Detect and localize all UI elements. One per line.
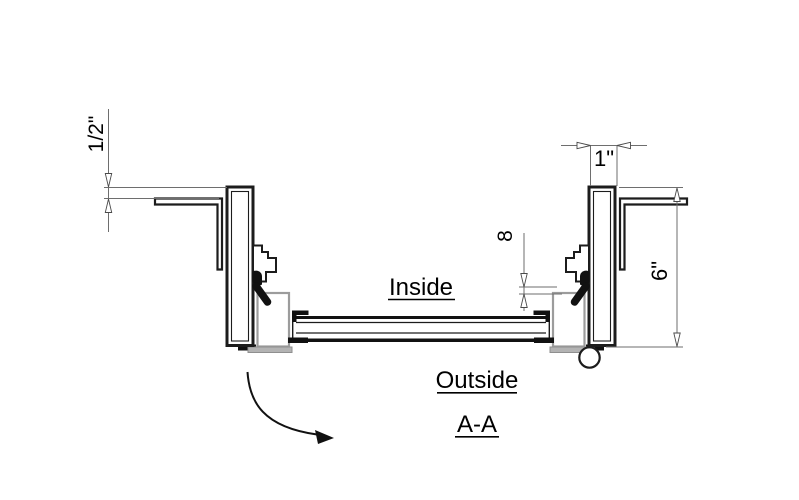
- frame-jamb-inner-wall: [230, 190, 250, 342]
- panel-end-clip: [292, 310, 309, 322]
- gasket-seal-diagonal: [252, 282, 272, 306]
- dimension-text-eight: 8: [494, 230, 517, 242]
- labels: Inside Outside A-A: [388, 274, 518, 438]
- dimension-eight: 8: [494, 230, 562, 311]
- swing-arrow-curve: [246, 371, 318, 436]
- panel-bottom-clip: [288, 337, 308, 343]
- outside-label: Outside: [436, 367, 519, 394]
- dimension-text-six-inch: 6": [647, 261, 672, 281]
- door-stile-block: [256, 291, 291, 348]
- left-frame-assembly: [153, 185, 309, 353]
- dimension-arrow-icon: [104, 198, 113, 213]
- dimension-one-inch: 1": [561, 141, 647, 186]
- dimension-text-one-inch: 1": [594, 146, 614, 171]
- bottom-plate-black: [238, 344, 256, 351]
- frame-jamb: [225, 185, 255, 347]
- panel-bottom-skin: [292, 338, 550, 342]
- dimension-arrow-icon: [576, 141, 591, 150]
- panel-top-skin: [292, 316, 550, 319]
- inside-label: Inside: [389, 274, 453, 301]
- dimension-arrow-icon: [520, 273, 528, 288]
- pivot-circle: [578, 346, 601, 369]
- dimension-arrow-icon: [520, 293, 528, 308]
- dimension-text-half-inch: 1/2": [85, 116, 108, 153]
- swing-arrowhead-icon: [315, 430, 334, 444]
- dimension-six-inch: 6": [606, 187, 683, 348]
- dimension-arrow-icon: [104, 173, 113, 188]
- swing-arrow: [246, 371, 334, 444]
- door-panel: [292, 316, 550, 342]
- gasket-seal-upper: [252, 270, 262, 286]
- dimension-arrow-icon: [673, 187, 681, 202]
- bottom-plate-gray: [247, 346, 293, 353]
- section-label: A-A: [457, 411, 497, 438]
- dimension-arrow-icon: [616, 141, 631, 150]
- wall-angle-bracket: [153, 197, 224, 271]
- dimension-arrow-icon: [673, 332, 681, 347]
- dimension-half-inch: 1/2": [85, 109, 227, 232]
